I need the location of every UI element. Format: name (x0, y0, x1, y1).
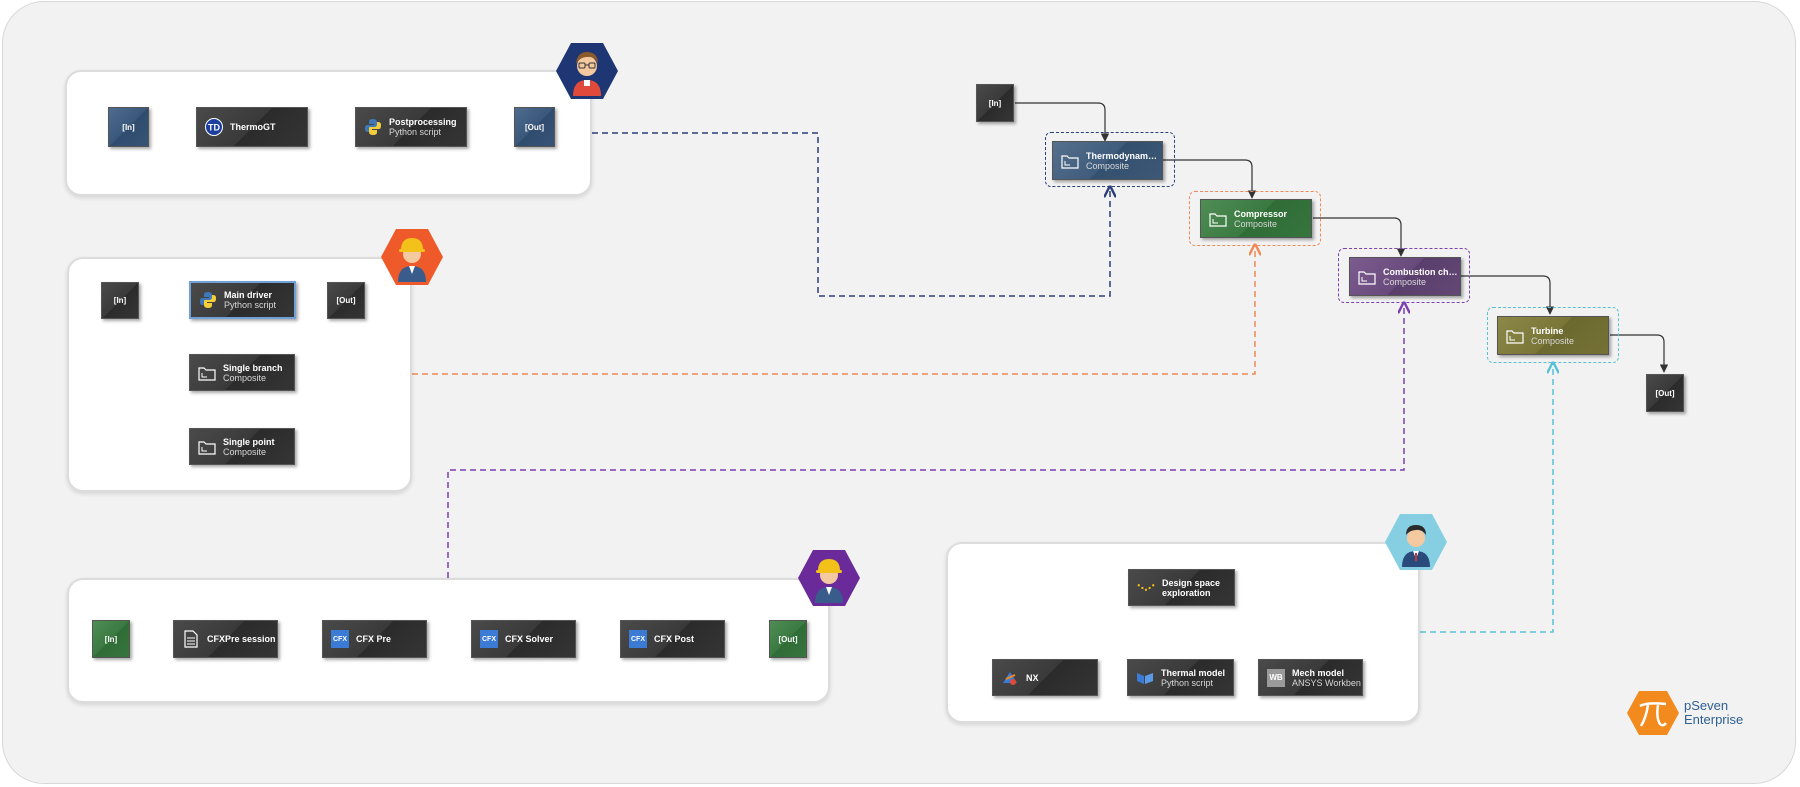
cfxpre-session-node[interactable]: CFXPre session (173, 620, 278, 658)
python-icon (199, 291, 217, 309)
composite-folder-icon (198, 438, 216, 456)
nx-node[interactable]: NX (992, 659, 1098, 696)
driver-in-port[interactable]: [In] (101, 282, 139, 319)
combustion-selection (1338, 248, 1470, 303)
turbine-selection (1487, 307, 1619, 363)
svg-text:TD: TD (208, 123, 220, 133)
driver-out-port[interactable]: [Out] (327, 282, 365, 319)
cfx-icon: CFX (629, 630, 647, 648)
thermal-icon (1136, 669, 1154, 687)
compressor-selection (1189, 191, 1321, 246)
pseven-logo-icon (1627, 691, 1679, 735)
user-engineer-icon (381, 229, 443, 285)
cfx-post-node[interactable]: CFX CFX Post (620, 620, 725, 658)
chain-in-port[interactable]: [In] (976, 84, 1014, 122)
edge-combustion-turbine (1461, 275, 1555, 315)
thermodynamics-selection (1045, 132, 1175, 187)
cfx-solver-node[interactable]: CFX CFX Solver (471, 620, 576, 658)
user-scientist-icon (556, 43, 618, 99)
combustion-node[interactable]: Combustion ch…Composite (1349, 257, 1461, 296)
thermo-in-port[interactable]: [In] (108, 107, 149, 147)
edge-thermo-compressor (1163, 159, 1257, 199)
workbench-icon: WB (1267, 668, 1285, 687)
thermo-out-port[interactable]: [Out] (514, 107, 555, 147)
thermogt-node[interactable]: TD ThermoGT (196, 107, 308, 147)
dse-icon (1137, 579, 1155, 597)
cfx-out-port[interactable]: [Out] (769, 620, 807, 658)
link-thermo-to-thermodynamics (592, 132, 1110, 297)
link-cfx-to-combustion (447, 304, 1404, 578)
user-manager-icon (1385, 514, 1447, 570)
thermodynamics-node[interactable]: Thermodynam…Composite (1052, 141, 1163, 180)
link-driver-to-compressor (412, 246, 1255, 375)
brand-line1: pSeven (1684, 698, 1729, 713)
brand-line2: Enterprise (1684, 712, 1744, 727)
edge-compressor-combustion (1313, 217, 1406, 257)
edge-chain-in (1015, 102, 1110, 142)
python-icon (364, 118, 382, 136)
composite-folder-icon (1209, 210, 1227, 228)
cfx-pre-node[interactable]: CFX CFX Pre (322, 620, 427, 658)
composite-folder-icon (1358, 268, 1376, 286)
thermo-panel (65, 70, 592, 196)
chain-out-port[interactable]: [Out] (1646, 374, 1684, 412)
composite-folder-icon (198, 364, 216, 382)
link-dse-to-turbine (1420, 364, 1553, 633)
pseven-brand: pSeven Enterprise (1626, 690, 1743, 736)
thermogt-icon: TD (205, 118, 223, 136)
composite-folder-icon (1061, 152, 1079, 170)
composite-folder-icon (1506, 327, 1524, 345)
nx-icon (1001, 669, 1019, 687)
edge-turbine-out (1610, 334, 1669, 373)
user-engineer-purple-icon (798, 550, 860, 606)
document-icon (182, 630, 200, 648)
cfx-icon: CFX (480, 630, 498, 648)
cfx-icon: CFX (331, 630, 349, 648)
cfx-in-port[interactable]: [In] (92, 620, 130, 658)
